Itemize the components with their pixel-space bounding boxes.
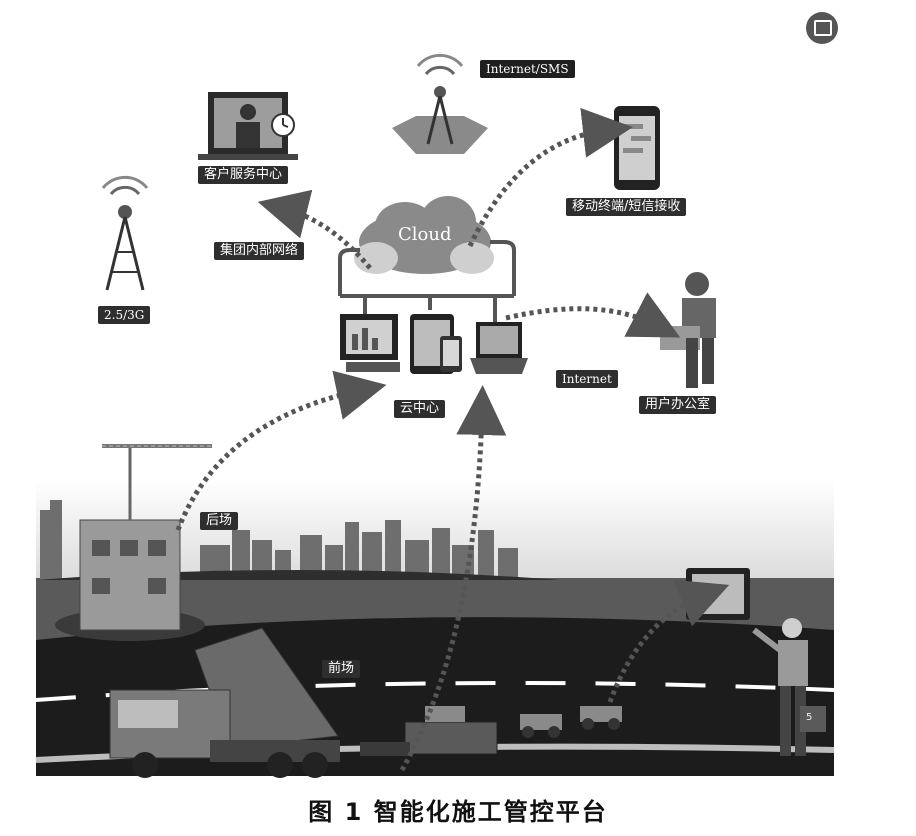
arrow-to-customer-service (257, 189, 372, 270)
window-icon[interactable] (806, 12, 838, 44)
arrow-backyard-to-cloud (175, 370, 387, 531)
mobile-terminal-label: 移动终端/短信接收 (566, 198, 687, 216)
cloud-center-label: 云中心 (394, 400, 446, 418)
server-devices-icon (340, 314, 528, 374)
group-network-label: 集团内部网络 (214, 242, 305, 260)
front-site-label: 前场 (322, 660, 361, 678)
network-25-3g-label: 2.5/3G (98, 306, 151, 324)
engineer-icon (752, 618, 826, 756)
office-user-icon (660, 272, 716, 388)
arrow-front-to-cloud (399, 385, 507, 772)
building-crane-icon (55, 444, 212, 641)
user-office-label: 用户办公室 (639, 396, 717, 414)
tablet-icon (686, 568, 750, 620)
customer-service-label: 客户服务中心 (198, 166, 289, 184)
arrow-to-mobile-terminal (467, 107, 633, 248)
cloud-label: Cloud (398, 224, 452, 245)
paver-icon (360, 706, 498, 756)
dump-truck-icon (109, 627, 340, 778)
backyard-label: 后场 (200, 512, 239, 530)
figure-caption: 图 1 智能化施工管控平台 (308, 798, 608, 826)
arrow-site-to-tablet (607, 579, 730, 703)
cell-tower-icon (101, 175, 149, 291)
internet-sms-label: Internet/SMS (480, 60, 575, 78)
flow-arrows (175, 107, 730, 772)
cell-tower-icon (392, 53, 488, 154)
internet-label: Internet (556, 370, 618, 388)
arrow-to-user-office (505, 292, 681, 338)
roller-icon (520, 706, 622, 738)
smartphone-icon (614, 106, 660, 190)
page-number: 5 (806, 712, 813, 723)
support-agent-icon (198, 92, 298, 160)
